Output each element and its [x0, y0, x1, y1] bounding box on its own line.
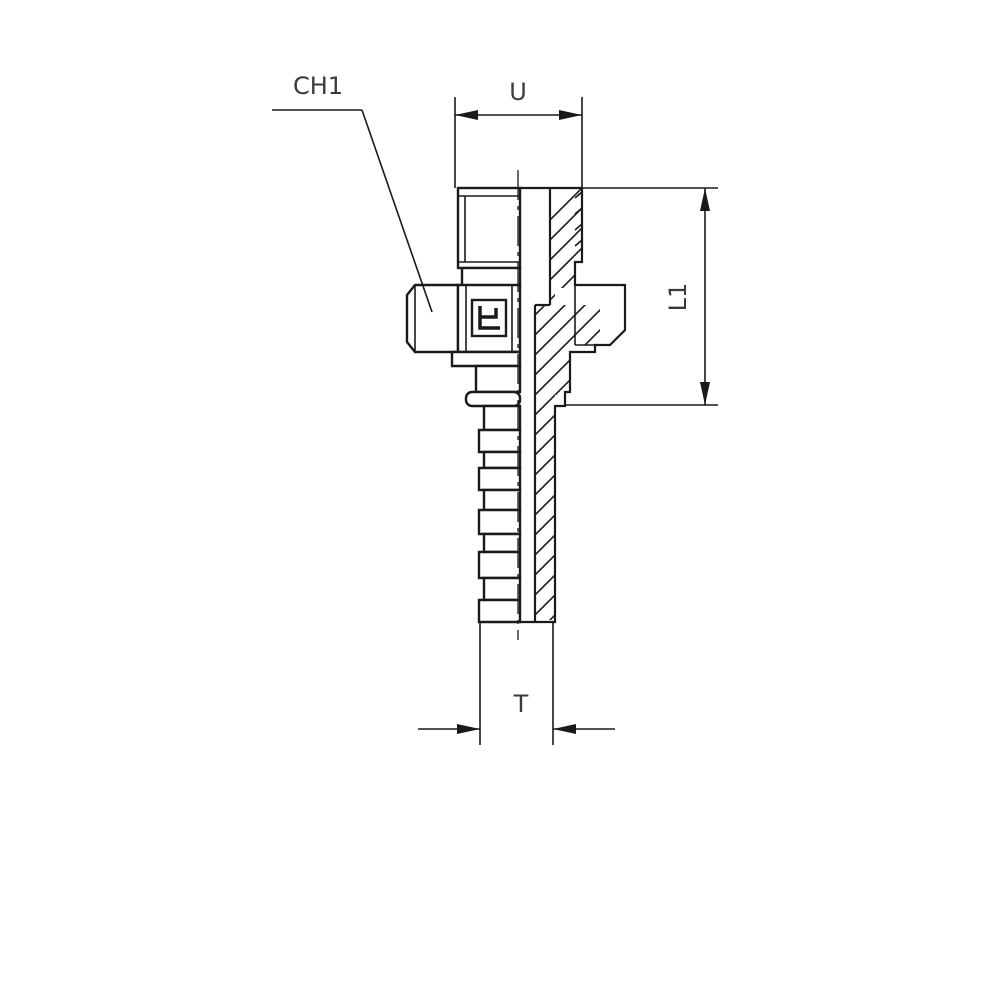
manufacturer-logo-icon	[470, 298, 508, 338]
dimension-l1-label: L1	[664, 283, 692, 312]
dimension-l1: L1	[565, 187, 718, 406]
thread-section	[456, 186, 522, 270]
collar	[474, 364, 522, 394]
dimension-u-label: U	[509, 78, 527, 106]
hex-shoulder	[450, 350, 522, 368]
dimension-ch1-label: CH1	[293, 72, 343, 100]
collar-ring	[464, 390, 522, 408]
hose-tail-barbs	[477, 404, 522, 624]
dimension-t: T	[418, 622, 615, 745]
dimension-ch1: CH1	[272, 72, 433, 313]
dimension-u: U	[454, 78, 583, 188]
thread-neck	[460, 266, 522, 288]
dimension-t-label: T	[513, 690, 529, 718]
fitting-body	[405, 186, 522, 624]
